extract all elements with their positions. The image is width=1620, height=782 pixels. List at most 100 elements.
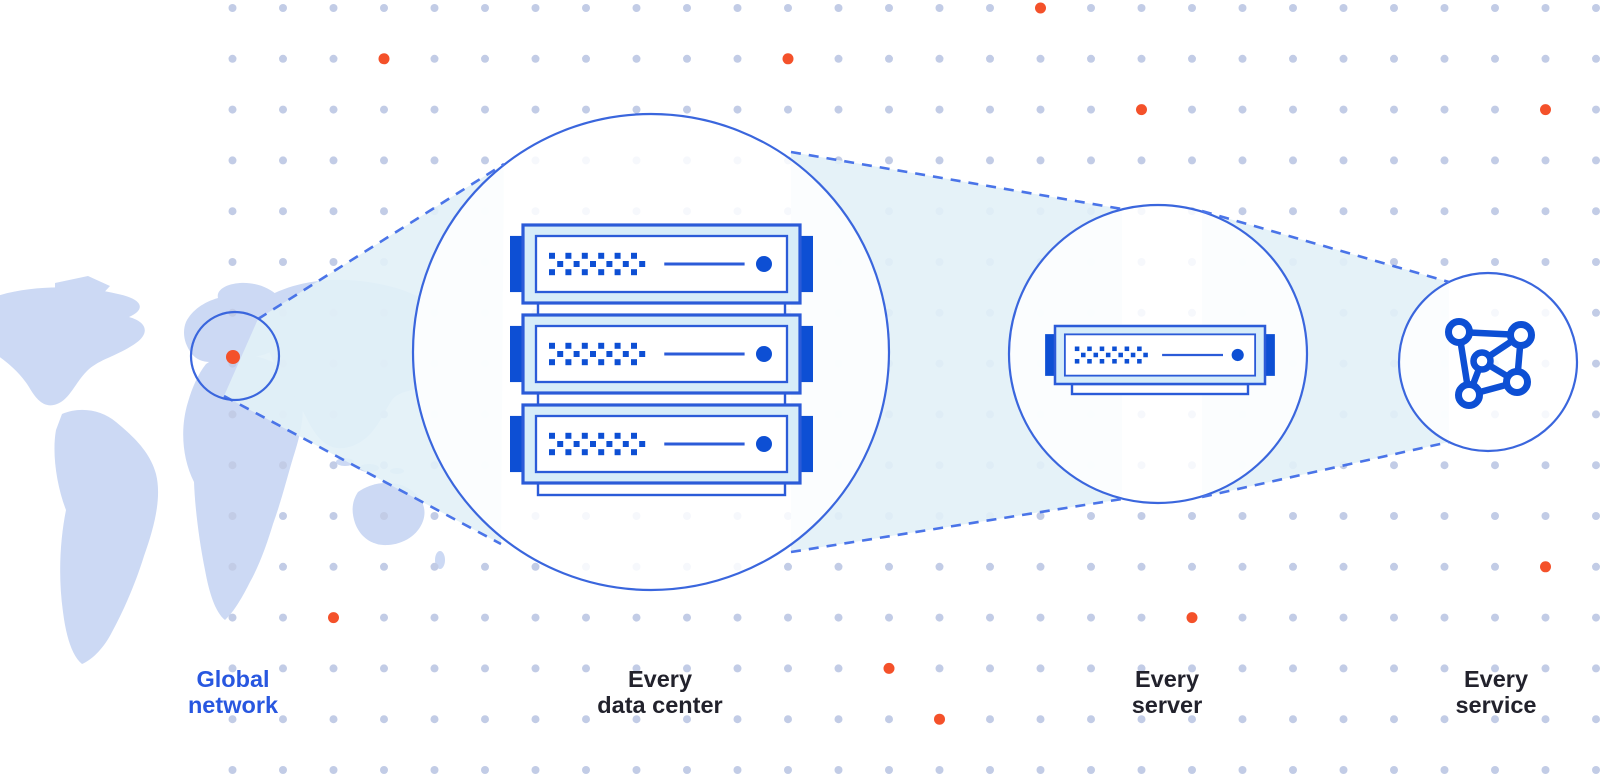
grid-dot (935, 54, 944, 63)
grid-dot (279, 258, 287, 266)
grid-dot (1087, 613, 1095, 622)
grid-dot (1339, 105, 1348, 114)
grid-dot (784, 562, 792, 571)
continent (55, 276, 110, 305)
server-matrix-dot (573, 261, 580, 267)
grid-dot (1339, 156, 1348, 165)
server-led (755, 256, 772, 272)
grid-dot (986, 4, 994, 12)
map-focus-circle (189, 310, 281, 402)
grid-dot (582, 766, 590, 774)
grid-dot (1137, 4, 1146, 12)
grid-dot (1592, 105, 1600, 114)
grid-dot (1592, 613, 1600, 622)
grid-dot (279, 664, 287, 673)
server-matrix-dot (1105, 352, 1111, 358)
server-matrix-dot (1124, 359, 1130, 364)
server-unit-icon (1045, 324, 1275, 396)
grid-dot (329, 105, 338, 114)
grid-dot (1440, 562, 1449, 571)
grid-dot (834, 562, 843, 571)
server-led (1231, 348, 1244, 362)
continent (0, 287, 145, 406)
server-pedestal (536, 301, 787, 317)
grid-dot (632, 105, 641, 114)
grid-dot (935, 105, 944, 114)
grid-dot (1339, 613, 1348, 622)
server-matrix-dot (622, 441, 629, 447)
server-matrix-dot (1137, 359, 1142, 364)
grid-dot (1491, 715, 1499, 724)
grid-dot (1188, 156, 1196, 165)
grid-dot-orange (1035, 2, 1046, 14)
grid-dot (1440, 664, 1449, 673)
grid-dot (1491, 105, 1499, 114)
grid-dot (1491, 156, 1499, 165)
label-data-center-line1: Every (628, 666, 692, 692)
grid-dot (279, 156, 287, 165)
grid-dot (1087, 4, 1095, 12)
server-matrix-dot (565, 432, 572, 439)
grid-dot (279, 613, 287, 622)
grid-dot (1592, 766, 1600, 774)
grid-dot (481, 562, 489, 571)
grid-dot (1289, 664, 1297, 673)
server-matrix-dot (631, 342, 637, 349)
grid-dot (279, 54, 287, 63)
grid-dot (683, 715, 691, 724)
grid-dot (1238, 4, 1247, 12)
zoom-beam (791, 152, 1122, 552)
label-data-center-line2: data center (597, 692, 722, 718)
server-matrix-dot (614, 252, 621, 259)
grid-dot (1390, 613, 1398, 622)
grid-dot (1440, 613, 1449, 622)
server-matrix-dot (598, 342, 605, 349)
grid-dot (481, 4, 489, 12)
server-matrix-dot (622, 351, 629, 357)
grid-dot (1238, 207, 1247, 216)
server-matrix-dot (631, 449, 637, 456)
grid-dot (531, 766, 540, 774)
mesh-node (1455, 381, 1483, 409)
continent (352, 482, 425, 546)
grid-dot (1036, 613, 1045, 622)
grid-dot (1390, 54, 1398, 63)
grid-dot (1188, 715, 1196, 724)
grid-dot (834, 54, 843, 63)
server-matrix-dot (598, 359, 605, 366)
grid-dot (1592, 562, 1600, 571)
grid-dot (329, 664, 338, 673)
grid-dot (380, 766, 388, 774)
grid-dot (1036, 715, 1045, 724)
server-matrix-dot (1130, 352, 1136, 358)
grid-dot (228, 54, 237, 63)
server-panel (534, 234, 789, 294)
grid-dot (1541, 156, 1550, 165)
grid-dot (986, 766, 994, 774)
grid-dot-orange (1540, 104, 1551, 116)
grid-dot-orange (1186, 612, 1198, 624)
grid-dot (834, 613, 843, 622)
server-matrix-dot (549, 269, 555, 276)
grid-dot (1087, 156, 1095, 165)
grid-dot (430, 766, 439, 774)
grid-dot (1592, 207, 1600, 216)
grid-dot (1137, 562, 1146, 571)
server-matrix-dot (631, 269, 637, 276)
grid-dot (935, 613, 944, 622)
grid-dot (1440, 766, 1449, 774)
grid-dot (1339, 562, 1348, 571)
grid-dot (935, 4, 944, 12)
grid-dot (1592, 54, 1600, 63)
server-pedestal (1070, 382, 1250, 396)
grid-dot (1592, 4, 1600, 12)
server-matrix-dot (557, 441, 564, 447)
grid-dot (481, 664, 489, 673)
grid-dot (1339, 664, 1348, 673)
server-matrix-dot (1099, 346, 1105, 352)
server-matrix-dot (1137, 346, 1142, 352)
grid-dot (481, 613, 489, 622)
map-focus-ring (189, 310, 281, 402)
server-matrix-dot (565, 449, 572, 456)
